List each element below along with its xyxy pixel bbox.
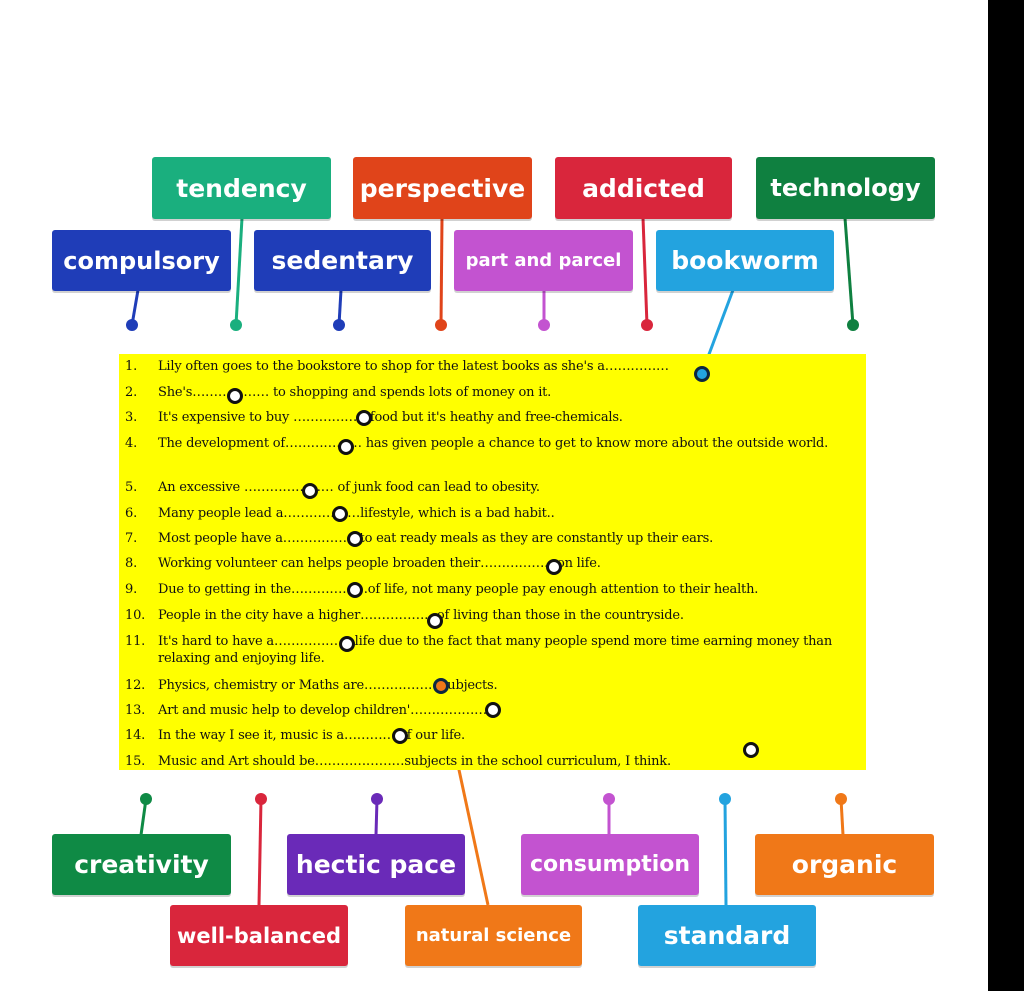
sentence-text: Music and Art should be…………………subjects i… [158, 754, 671, 769]
drop-slot-10[interactable] [427, 613, 443, 629]
pin-addicted[interactable] [641, 319, 653, 331]
pin-technology[interactable] [847, 319, 859, 331]
sentence-text: Due to getting in the………………of life, not … [158, 582, 759, 597]
drop-slot-9[interactable] [347, 582, 363, 598]
sentence-text: Physics, chemistry or Maths are………………sub… [158, 678, 498, 693]
sentence-text: Working volunteer can helps people broad… [158, 556, 601, 571]
sentence-number: 13. [125, 703, 146, 718]
sentence-number: 14. [125, 728, 146, 743]
drop-slot-11[interactable] [339, 636, 355, 652]
sentence-text: Many people lead a………………lifestyle, which… [158, 506, 555, 521]
sentence-number: 3. [125, 410, 138, 425]
drop-slot-12[interactable] [433, 678, 449, 694]
pin-hectic-pace[interactable] [371, 793, 383, 805]
pin-consumption[interactable] [603, 793, 615, 805]
pin-part-and-parcel[interactable] [538, 319, 550, 331]
stem-tendency [234, 217, 244, 326]
sentence-number: 5. [125, 480, 138, 495]
sentence-number: 15. [125, 754, 146, 769]
sentence-text: An excessive ………………… of junk food can le… [158, 480, 540, 495]
tile-well-balanced[interactable]: well-balanced [170, 905, 348, 966]
sentence-number: 1. [125, 359, 138, 374]
pin-creativity[interactable] [140, 793, 152, 805]
sentence-text: Most people have a………………to eat ready mea… [158, 531, 714, 546]
pin-well-balanced[interactable] [255, 793, 267, 805]
tile-sedentary[interactable]: sedentary [254, 230, 431, 291]
stem-addicted [641, 217, 649, 326]
tile-bookworm[interactable]: bookworm [656, 230, 834, 291]
sentence-text: She's……………… to shopping and spends lots … [158, 385, 552, 400]
sentence-text: In the way I see it, music is a………… of o… [158, 728, 465, 743]
tile-consumption[interactable]: consumption [521, 834, 699, 895]
sentence-number: 9. [125, 582, 138, 597]
tile-standard[interactable]: standard [638, 905, 816, 966]
sentence-text: Lily often goes to the bookstore to shop… [158, 359, 669, 374]
sentence-text: It's expensive to buy ………………food but it'… [158, 410, 623, 425]
pin-compulsory[interactable] [126, 319, 138, 331]
pin-perspective[interactable] [435, 319, 447, 331]
drop-slot-2[interactable] [227, 388, 243, 404]
tile-perspective[interactable]: perspective [353, 157, 532, 219]
tile-technology[interactable]: technology [756, 157, 935, 219]
sentence-number: 12. [125, 678, 146, 693]
stem-technology [843, 217, 855, 326]
tile-addicted[interactable]: addicted [555, 157, 732, 219]
sentence-text: People in the city have a higher………………of… [158, 608, 684, 623]
tile-tendency[interactable]: tendency [152, 157, 331, 219]
stem-perspective [439, 217, 444, 326]
drop-slot-14[interactable] [392, 728, 408, 744]
stem-standard [723, 798, 728, 906]
sentence-number: 4. [125, 436, 138, 451]
pin-standard[interactable] [719, 793, 731, 805]
tile-hectic-pace[interactable]: hectic pace [287, 834, 465, 895]
sentence-number: 2. [125, 385, 138, 400]
tile-creativity[interactable]: creativity [52, 834, 231, 895]
sentence-text: The development of……………… has given peopl… [158, 436, 829, 451]
sentence-number: 6. [125, 506, 138, 521]
sentence-text: Art and music help to develop children'…… [158, 703, 487, 718]
sentence-number: 8. [125, 556, 138, 571]
sentence-text: It's hard to have a……………… life due to th… [158, 634, 833, 666]
right-edge-bar [988, 0, 1024, 991]
drop-slot-13[interactable] [485, 702, 501, 718]
drop-slot-1[interactable] [694, 366, 710, 382]
sentence-number: 10. [125, 608, 146, 623]
tile-organic[interactable]: organic [755, 834, 934, 895]
drop-slot-8[interactable] [546, 559, 562, 575]
drop-slot-3[interactable] [356, 410, 372, 426]
tile-part-and-parcel[interactable]: part and parcel [454, 230, 633, 291]
tile-natural-science[interactable]: natural science [405, 905, 582, 966]
drop-slot-5[interactable] [302, 483, 318, 499]
pin-tendency[interactable] [230, 319, 242, 331]
pin-sedentary[interactable] [333, 319, 345, 331]
sentence-number: 7. [125, 531, 138, 546]
sentence-sheet: 1. Lily often goes to the bookstore to s… [119, 354, 866, 770]
sentence-number: 11. [125, 634, 146, 649]
drop-slot-6[interactable] [332, 506, 348, 522]
drop-slot-4[interactable] [338, 439, 354, 455]
pin-organic[interactable] [835, 793, 847, 805]
tile-compulsory[interactable]: compulsory [52, 230, 231, 291]
drop-slot-7[interactable] [347, 531, 363, 547]
drop-slot-15[interactable] [743, 742, 759, 758]
stem-well-balanced [257, 798, 263, 906]
